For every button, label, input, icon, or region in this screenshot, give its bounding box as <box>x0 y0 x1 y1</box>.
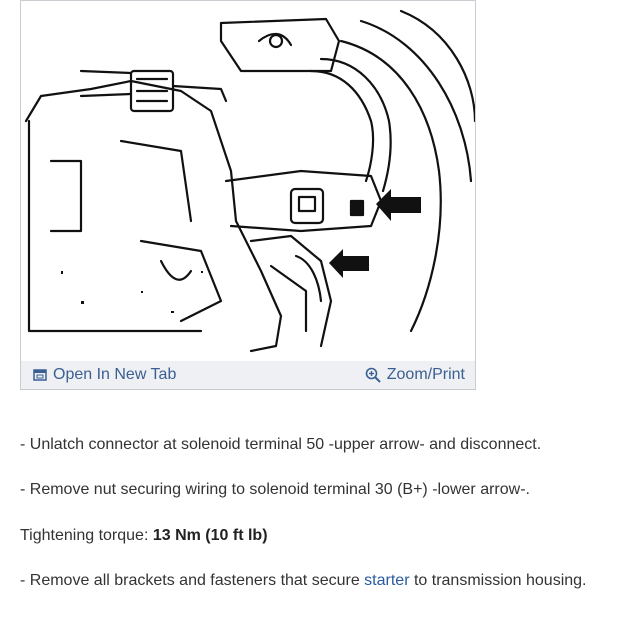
magnifier-zoom-icon <box>365 367 381 383</box>
diagram-figure: Open In New Tab Zoom/Print <box>20 0 476 390</box>
torque-label: Tightening torque: <box>20 527 153 544</box>
open-in-new-tab-link[interactable]: Open In New Tab <box>33 366 176 384</box>
starter-link[interactable]: starter <box>364 572 410 589</box>
instruction-remove-brackets-suffix: to transmission housing. <box>409 572 587 589</box>
zoom-print-label: Zoom/Print <box>386 366 465 383</box>
torque-value: 13 Nm (10 ft lb) <box>152 527 268 544</box>
instruction-unlatch-connector: - Unlatch connector at solenoid terminal… <box>20 436 542 453</box>
instruction-remove-brackets: - Remove all brackets and fasteners that… <box>20 572 587 590</box>
open-in-new-tab-icon <box>33 368 47 382</box>
instruction-remove-brackets-prefix: - Remove all brackets and fasteners that… <box>20 572 365 589</box>
figure-toolbar: Open In New Tab Zoom/Print <box>21 361 475 389</box>
zoom-print-link[interactable]: Zoom/Print <box>365 366 465 384</box>
tightening-torque-line: Tightening torque: 13 Nm (10 ft lb) <box>20 527 268 545</box>
instruction-remove-nut: - Remove nut securing wiring to solenoid… <box>20 481 530 498</box>
open-in-new-tab-label: Open In New Tab <box>53 366 177 383</box>
starter-solenoid-diagram <box>21 1 475 361</box>
